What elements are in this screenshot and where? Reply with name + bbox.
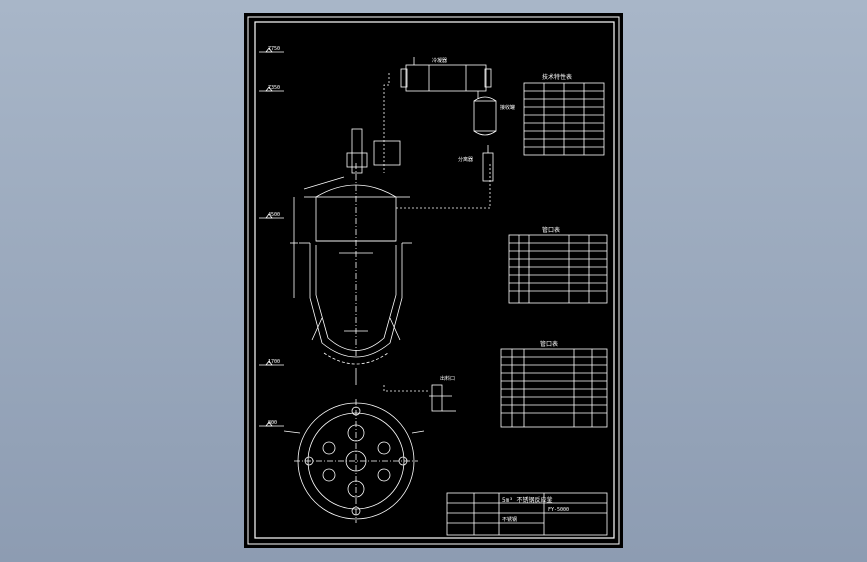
elev-5: 800 <box>268 420 277 426</box>
drawing-sheet: 7750 7350 4500 1700 800 技术特性表 管口表 管口表 冷凝… <box>244 13 623 548</box>
elevation-markers <box>259 47 284 427</box>
elev-1: 7750 <box>268 46 280 52</box>
receiver-label: 接收罐 <box>500 104 515 111</box>
separator-label: 分离器 <box>458 156 473 163</box>
elev-4: 1700 <box>268 359 280 365</box>
elev-3: 4500 <box>268 212 280 218</box>
outlet-detail <box>429 384 456 412</box>
tech-spec-table <box>523 82 605 156</box>
separator <box>482 145 494 182</box>
condenser <box>400 57 492 99</box>
outer-border <box>247 16 620 545</box>
title-text: 5m³ 不锈钢反应釜 <box>502 496 552 504</box>
piping <box>383 73 491 392</box>
drawing-code: FY-5000 <box>548 507 569 513</box>
nozzle-table-2 <box>500 348 608 428</box>
plan-view <box>283 399 425 523</box>
receiver-tank <box>473 96 497 136</box>
nozzle-table-2-title: 管口表 <box>540 340 558 348</box>
nozzle-table-1-title: 管口表 <box>542 226 560 234</box>
outlet-label: 出料口 <box>440 375 455 382</box>
inner-border <box>254 21 615 539</box>
condenser-label: 冷凝器 <box>432 57 447 64</box>
tech-spec-title: 技术特性表 <box>542 73 572 81</box>
nozzle-table-1 <box>508 234 608 304</box>
title-block <box>446 492 608 536</box>
elev-2: 7350 <box>268 85 280 91</box>
reactor-drawing: 7750 7350 4500 1700 800 技术特性表 管口表 管口表 冷凝… <box>247 16 620 545</box>
reactor-vessel <box>290 128 412 385</box>
material-text: 不锈钢 <box>502 516 517 523</box>
